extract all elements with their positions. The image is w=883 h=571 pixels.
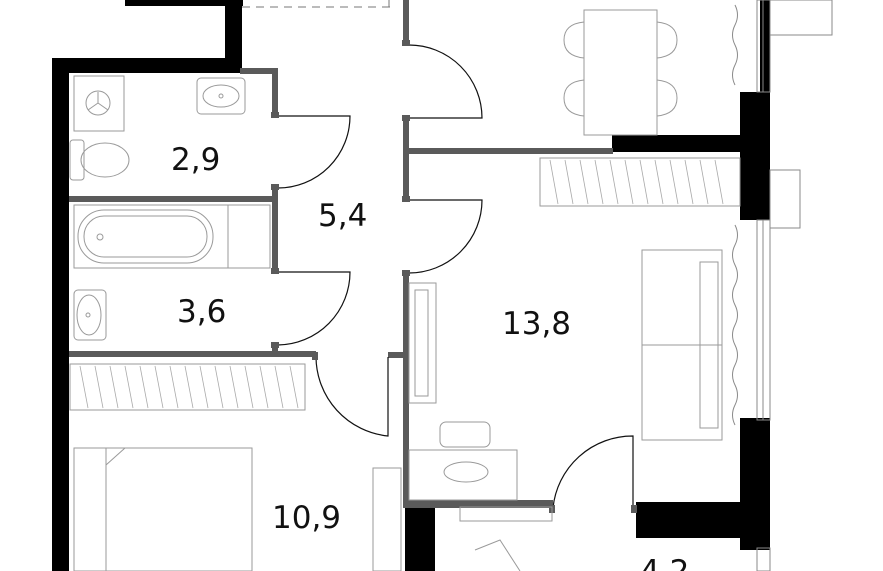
room-area-wc: 2,9 <box>171 142 220 178</box>
room-area-bathroom: 3,6 <box>177 294 226 330</box>
windows <box>732 0 833 571</box>
room-labels: 2,9 5,4 3,6 13,8 10,9 4,2 <box>171 142 689 571</box>
room-area-living: 13,8 <box>502 306 571 342</box>
room-area-bedroom: 10,9 <box>272 500 341 536</box>
bathroom-fixtures <box>73 204 271 341</box>
dining-set <box>563 9 678 136</box>
walls-interior <box>69 0 613 508</box>
bedroom-furniture <box>73 447 521 571</box>
living-furniture <box>408 249 723 522</box>
room-area-hall: 4,2 <box>640 554 689 571</box>
walls-structural <box>52 0 770 571</box>
doors <box>271 40 637 513</box>
opening-dashed <box>242 0 395 8</box>
wardrobes <box>69 157 741 411</box>
room-area-corridor: 5,4 <box>318 198 367 234</box>
wc-fixtures <box>69 75 246 181</box>
